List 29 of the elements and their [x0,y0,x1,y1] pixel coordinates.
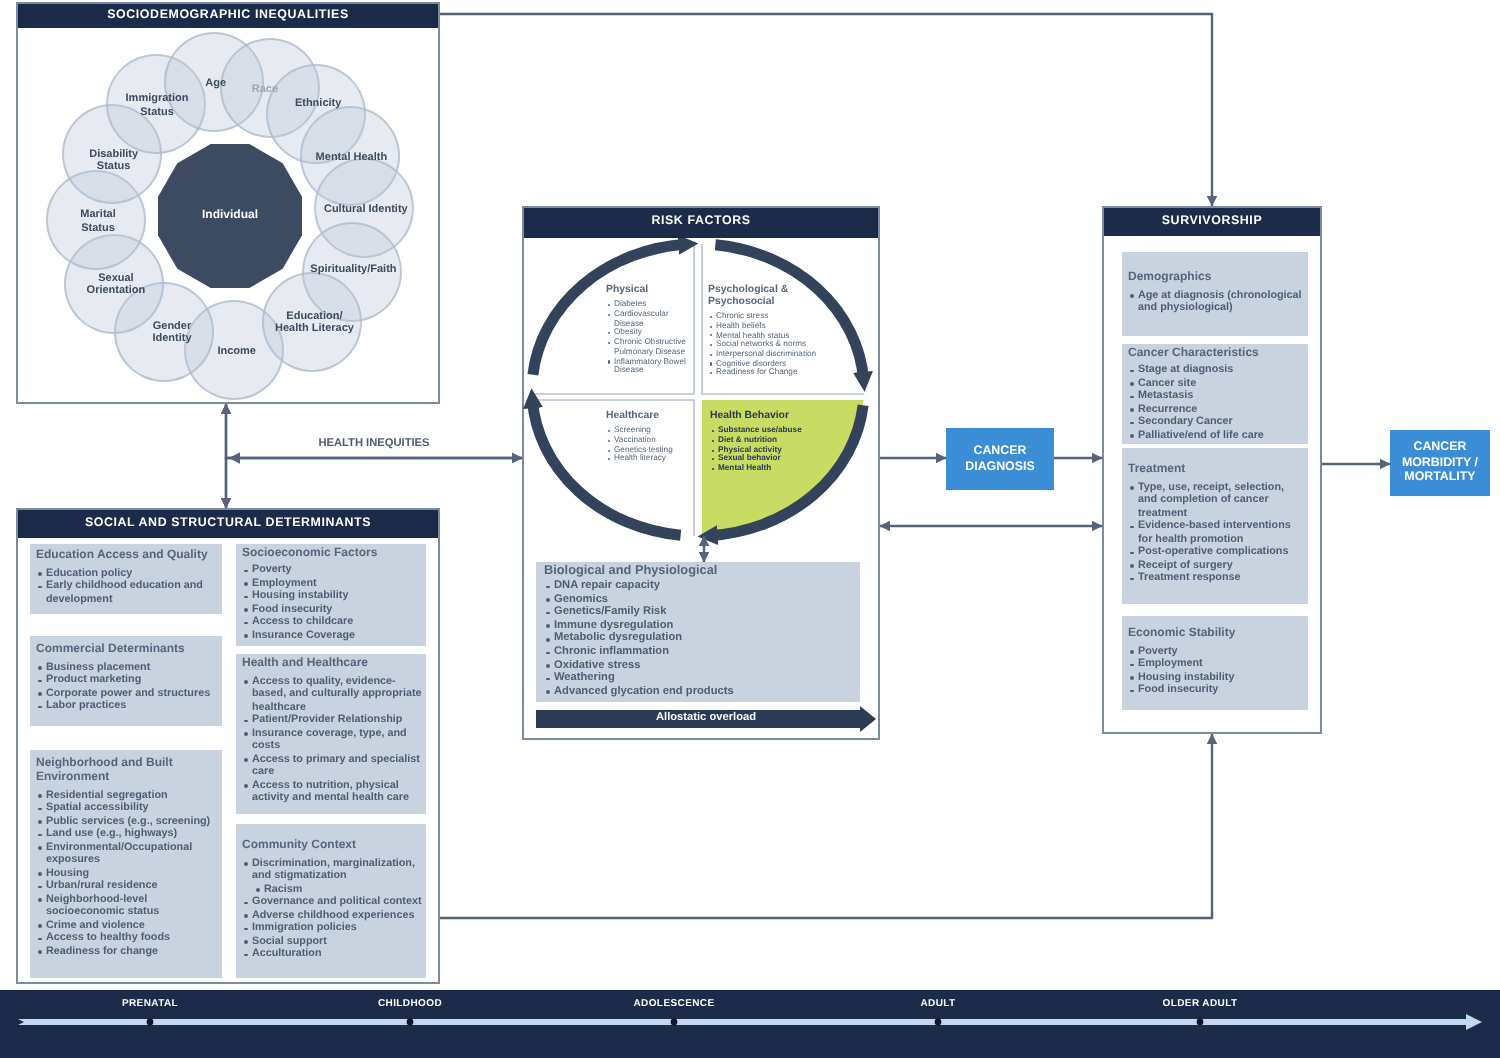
arrow [440,12,1218,207]
arrow [440,733,1218,920]
center-polygon [158,144,302,288]
panel [522,206,880,740]
panel [1102,206,1322,734]
category-box [236,654,426,814]
arrow [1322,458,1391,470]
category-box [1122,344,1308,444]
quadrant-panel [532,400,694,536]
category-box [30,750,222,978]
double-arrow [698,535,710,563]
category-box [1122,448,1308,604]
quadrant-panel [532,244,694,394]
double-arrow [221,452,522,508]
category-box [236,544,426,646]
category-box [1122,252,1308,336]
category-box [236,824,426,978]
panel [16,508,440,984]
category-box [536,562,860,702]
panel [16,2,440,404]
curved-arrow [527,235,699,376]
arrow [1054,452,1103,464]
banner-arrow [536,706,876,732]
curved-arrow [523,388,682,541]
category-box [30,544,222,614]
category-box [1122,616,1308,710]
category-box [30,636,222,726]
arrow [880,452,947,464]
double-arrow [879,520,1103,532]
